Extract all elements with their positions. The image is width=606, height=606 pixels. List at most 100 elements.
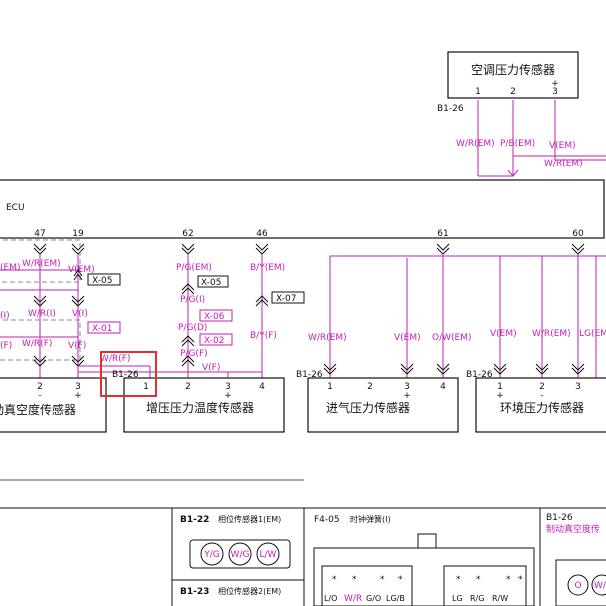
boost-pin-2: 2 xyxy=(185,382,191,392)
amb-wire-wr: W/R(EM) xyxy=(532,329,571,339)
amb-pin-1: 1 xyxy=(497,382,503,392)
f405-code: F4-05 xyxy=(314,515,340,525)
boost-pin-1: 1 xyxy=(143,382,149,392)
f405-pin-4: LG/B xyxy=(386,594,405,603)
b126-code: B1-26 xyxy=(546,513,573,523)
wire-wr-f2: W/R(F) xyxy=(100,354,130,364)
vacuum-sensor-box xyxy=(0,377,107,433)
intake-pin-2: 2 xyxy=(367,382,373,392)
svg-text:*: * xyxy=(518,575,523,585)
splice-x07-box xyxy=(271,291,305,304)
wire-pg-f: P/G(F) xyxy=(180,349,208,359)
splice-x02: X-02 xyxy=(204,336,224,346)
splice-x05b: X-05 xyxy=(201,278,221,288)
f405-pin-6: R/G xyxy=(470,594,484,603)
intake-connector: B1-26 xyxy=(296,370,323,380)
ecu-pin-62: 62 xyxy=(182,229,193,239)
wire-f-left: (F) xyxy=(0,341,12,351)
vac-pin-2-sign: - xyxy=(38,391,41,401)
intake-sensor-box xyxy=(307,377,459,433)
intake-wire-ow: O/W(EM) xyxy=(432,333,472,343)
ecu-pin-46: 46 xyxy=(256,229,268,239)
b126-name: 制动真空度传 xyxy=(546,523,600,535)
wire-by-f: B/Y(F) xyxy=(250,331,277,341)
amb-pin-3: 3 xyxy=(575,382,581,392)
splice-x05a-box xyxy=(87,273,121,286)
b122-pin-3: L/W xyxy=(260,550,277,560)
intake-sensor-title: 进气压力传感器 xyxy=(326,400,410,415)
wire-v-f: V(F) xyxy=(68,341,86,351)
amb-wire-v: V(EM) xyxy=(490,329,517,339)
intake-wire-v: V(EM) xyxy=(394,333,421,343)
f405-pin-5: LG xyxy=(452,594,463,603)
ambient-sensor-box xyxy=(475,377,606,433)
svg-text:*: * xyxy=(380,575,385,585)
ac-connector: B1-26 xyxy=(437,104,464,114)
vac-pin-3: 3 xyxy=(75,382,81,392)
svg-text:*: * xyxy=(352,575,357,585)
amb-pin-1-sign: + xyxy=(496,391,504,401)
wire-pg-i: P/G(I) xyxy=(180,295,205,305)
ecu-pin-60: 60 xyxy=(572,229,584,239)
ac-pin-2: 2 xyxy=(510,87,516,97)
b122-name: 相位传感器1(EM) xyxy=(218,514,281,524)
wire-pg-em: P/G(EM) xyxy=(176,263,212,273)
b122-pin-2: W/G xyxy=(231,550,250,560)
ambient-connector: B1-26 xyxy=(466,370,493,380)
ambient-sensor-title: 环境压力传感器 xyxy=(500,400,584,415)
f405-pin-3: G/O xyxy=(366,594,381,603)
boost-pin-3: 3 xyxy=(225,382,231,392)
ecu-pin-19: 19 xyxy=(72,229,84,239)
wire-v-em: V(EM) xyxy=(68,265,95,275)
vac-pin-2: 2 xyxy=(37,382,43,392)
splice-x01: X-01 xyxy=(92,324,112,334)
ecu-pin-47: 47 xyxy=(34,229,45,239)
svg-text:*: * xyxy=(476,575,481,585)
ecu-box xyxy=(0,179,605,239)
ac-wire-1-label: W/R(EM) xyxy=(456,139,495,149)
wire-v-i: V(I) xyxy=(72,309,88,319)
f405-name: 时钟弹簧(I) xyxy=(350,514,391,524)
ac-wire-3-label: V(EM) xyxy=(549,141,576,151)
svg-text:*: * xyxy=(398,575,403,585)
boost-pin-4: 4 xyxy=(259,382,265,392)
boost-sensor-box xyxy=(123,377,285,433)
svg-text:*: * xyxy=(456,575,461,585)
ac-pin-1: 1 xyxy=(475,87,481,97)
splice-x06: X-06 xyxy=(204,312,225,322)
ac-wire-2-label: P/B(EM) xyxy=(500,139,535,149)
intake-pin-1: 1 xyxy=(327,382,333,392)
ecu-pin-61: 61 xyxy=(437,229,448,239)
b123-code: B1-23 xyxy=(180,587,209,597)
amb-wire-lg: LG(EM) xyxy=(579,329,606,339)
boost-pin-3-sign: + xyxy=(224,391,232,401)
intake-wire-wr: W/R(EM) xyxy=(308,333,347,343)
splice-x06-box xyxy=(199,309,233,322)
b122-pin-1: Y/G xyxy=(203,550,220,560)
wire-by-em: B/Y(EM) xyxy=(250,263,285,273)
ecu-label: ECU xyxy=(6,203,25,213)
splice-x01-box xyxy=(87,321,121,334)
b123-name: 相位传感器2(EM) xyxy=(218,586,281,596)
splice-x05a: X-05 xyxy=(92,276,112,286)
svg-text:*: * xyxy=(506,575,511,585)
f405-pin-1: L/O xyxy=(324,594,337,603)
f405-pin-7: R/W xyxy=(492,594,508,603)
amb-pin-2-sign: - xyxy=(540,391,543,401)
wire-pg-d: P/G(D) xyxy=(178,323,207,333)
wire-wr-f: W/R(F) xyxy=(22,339,52,349)
vacuum-sensor-title: 制动真空度传感器 xyxy=(0,402,76,417)
splice-x07: X-07 xyxy=(276,294,296,304)
amb-pin-2: 2 xyxy=(539,382,545,392)
intake-pin-4: 4 xyxy=(440,382,446,392)
ac-pin-3: 3 xyxy=(552,87,558,97)
boost-sensor-title: 增压压力温度传感器 xyxy=(146,400,254,415)
ac-wire-extra-label: W/R(EM) xyxy=(544,159,583,169)
highlight-box xyxy=(100,351,157,397)
ac-sensor-box xyxy=(447,51,579,99)
intake-pin-3: 3 xyxy=(404,382,410,392)
wire-i-left: (I) xyxy=(0,311,10,321)
f405-pin-2: W/R xyxy=(344,594,362,604)
b126-pin-2: W/ xyxy=(594,581,606,591)
